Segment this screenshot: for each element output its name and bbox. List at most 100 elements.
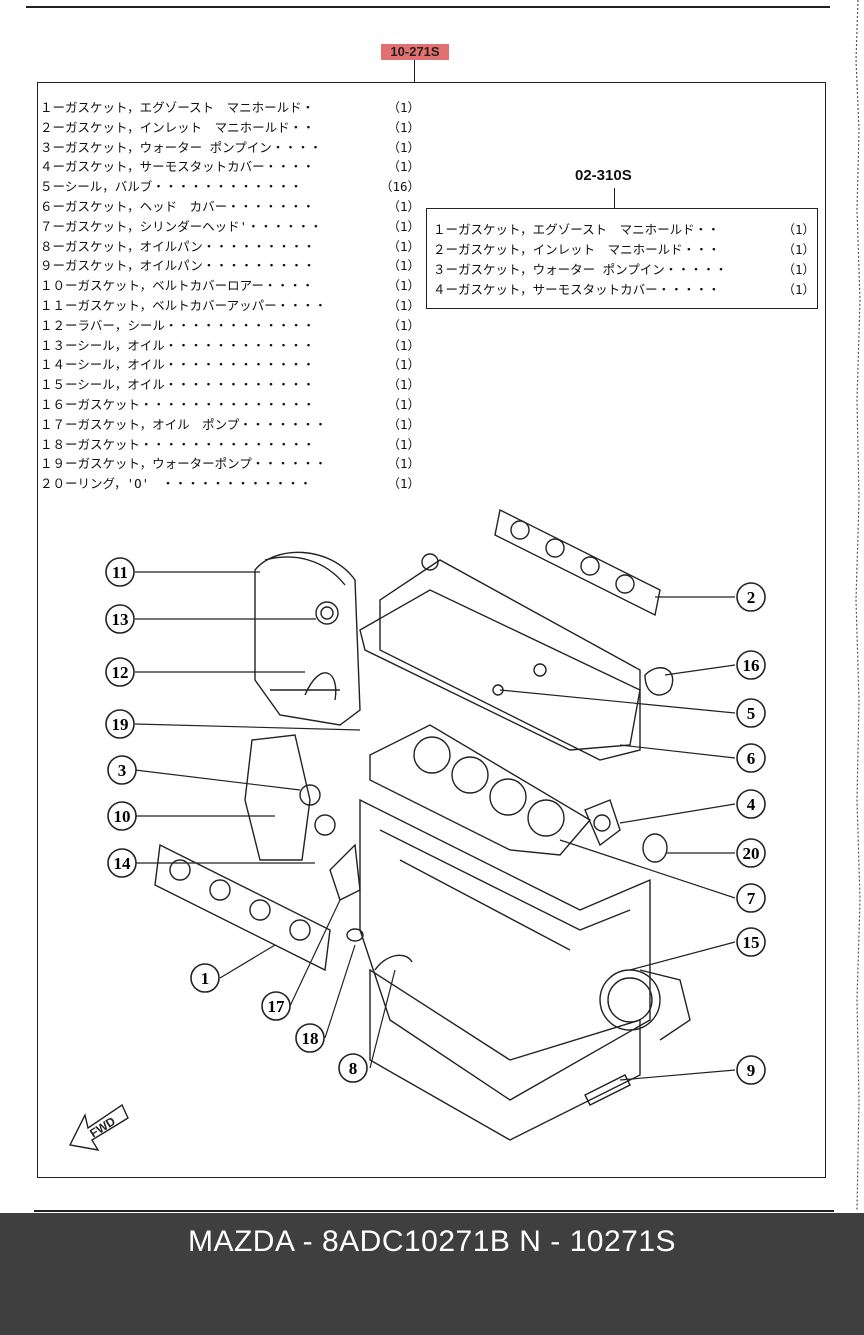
callout-3: 3 xyxy=(107,755,137,785)
manifold-gasket-1 xyxy=(154,843,331,972)
parts-list-row: ８ーガスケット，オイルパン・・・・・・・・・（1） xyxy=(40,237,420,257)
oil-pan-gasket-8 xyxy=(374,954,413,971)
callout-number: 11 xyxy=(112,563,128,582)
part-quantity: （1） xyxy=(782,282,815,297)
part-quantity: （1） xyxy=(387,377,420,393)
part-description: ２０ーリング，'O' ・・・・・・・・・・・・ xyxy=(40,476,312,492)
callout-20: 20 xyxy=(736,838,766,868)
belt-cover-upper xyxy=(254,551,361,726)
diagram-frame xyxy=(37,82,826,1178)
callout-11: 11 xyxy=(105,557,135,587)
part-quantity: （1） xyxy=(387,297,420,313)
sub-kit-leader xyxy=(614,188,615,208)
engine-block xyxy=(359,798,651,1101)
callout-number: 19 xyxy=(112,715,129,734)
part-quantity: （1） xyxy=(387,416,420,432)
part-description: ９ーガスケット，オイルパン・・・・・・・・・ xyxy=(40,258,316,274)
callout-number: 6 xyxy=(747,749,756,768)
callout-10: 10 xyxy=(107,801,137,831)
callout-number: 1 xyxy=(201,969,210,988)
parts-list-row: １１ーガスケット，ベルトカバーアッパー・・・・（1） xyxy=(40,296,420,316)
callout-number: 5 xyxy=(747,704,756,723)
part-quantity: （1） xyxy=(387,238,420,254)
part-quantity: （1） xyxy=(387,100,420,115)
part-description: １ーガスケット，エグゾースト マニホールド・・ xyxy=(433,222,720,237)
belt-cover-lower xyxy=(244,734,311,861)
part-quantity: （16） xyxy=(379,179,420,195)
sub-kit-list: １ーガスケット，エグゾースト マニホールド・・ （1） ２ーガスケット，インレット … xyxy=(426,208,818,309)
part-description: ６ーガスケット，ヘッド カバー・・・・・・・ xyxy=(40,198,315,214)
part-quantity: （1） xyxy=(387,258,420,274)
part-description: ７ーガスケット，シリンダーヘッド'・・・・・・ xyxy=(40,218,323,234)
parts-list-row: １７ーガスケット，オイル ポンプ・・・・・・・ （1） xyxy=(40,415,420,435)
part-quantity: （1） xyxy=(387,396,420,412)
part-quantity: （1） xyxy=(387,278,420,294)
water-pump-gasket xyxy=(299,784,321,806)
gasket-18 xyxy=(346,928,364,942)
kit-ref-leader xyxy=(414,60,415,82)
callout-12: 12 xyxy=(105,657,135,687)
head-cover xyxy=(379,559,641,761)
parts-list-row: １２ーラバー，シール・・・・・・・・・・・・ （1） xyxy=(40,316,420,336)
part-description: １７ーガスケット，オイル ポンプ・・・・・・・ xyxy=(40,416,327,432)
part-description: １０ーガスケット，ベルトカバーロアー・・・・ xyxy=(40,278,314,294)
callout-number: 2 xyxy=(747,588,756,607)
part-quantity: （1） xyxy=(387,119,420,135)
callout-15: 15 xyxy=(736,927,766,957)
footer-divider xyxy=(34,1210,834,1212)
callout-number: 7 xyxy=(747,889,756,908)
parts-list-row: １５ーシール，オイル・・・・・・・・・・・・（1） xyxy=(40,375,420,395)
parts-list-row: １４ーシール，オイル・・・・・・・・・・・・（1） xyxy=(40,355,420,375)
oil-seal-14 xyxy=(314,814,336,836)
callout-number: 10 xyxy=(114,807,131,826)
parts-list-row: １６ーガスケット・・・・・・・・・・・・・・ （1） xyxy=(40,395,420,415)
part-description: １３ーシール，オイル・・・・・・・・・・・・ xyxy=(40,337,315,353)
footer-bar xyxy=(0,1213,864,1335)
part-description: １６ーガスケット・・・・・・・・・・・・・・ xyxy=(40,396,316,412)
part-quantity: （1） xyxy=(387,218,420,234)
part-quantity: （1） xyxy=(782,242,815,257)
callout-number: 15 xyxy=(743,933,760,952)
oil-pump-gasket-17 xyxy=(329,843,361,901)
parts-list-row: ７ーガスケット，シリンダーヘッド'・・・・・・ （1） xyxy=(40,217,420,237)
parts-list-row: ６ーガスケット，ヘッド カバー・・・・・・・（1） xyxy=(40,197,420,217)
part-quantity: （1） xyxy=(782,222,815,237)
callout-6: 6 xyxy=(736,743,766,773)
manifold-gasket-2 xyxy=(494,508,661,617)
part-quantity: （1） xyxy=(387,476,420,492)
kit-ref-label: 10-271S xyxy=(381,44,449,60)
part-description: ２ーガスケット，インレット マニホールド・・ xyxy=(40,119,315,135)
callout-number: 12 xyxy=(112,663,129,682)
part-quantity: （1） xyxy=(387,456,420,472)
callout-number: 14 xyxy=(114,854,132,873)
part-description: １ーガスケット，エグゾースト マニホールド・ xyxy=(40,100,315,115)
callout-number: 18 xyxy=(302,1029,319,1048)
oil-seal-15 xyxy=(599,969,661,1031)
oil-seal-13 xyxy=(315,601,339,625)
callout-8: 8 xyxy=(338,1053,368,1083)
callout-18: 18 xyxy=(295,1023,325,1053)
part-quantity: （1） xyxy=(387,317,420,333)
part-quantity: （1） xyxy=(782,262,815,277)
callout-5: 5 xyxy=(736,698,766,728)
callout-4: 4 xyxy=(736,789,766,819)
footer-caption: MAZDA - 8ADC10271B N - 10271S xyxy=(187,1225,677,1258)
parts-list-row: １ーガスケット，エグゾースト マニホールド・ （1） xyxy=(40,98,420,118)
parts-list-row: ３ーガスケット，ウォーター ポンプイン・・・・（1） xyxy=(40,138,420,158)
part-description: ３ーガスケット，ウォーター ポンプイン・・・・・ xyxy=(433,262,728,277)
callout-number: 17 xyxy=(268,997,286,1016)
callout-19: 19 xyxy=(105,709,135,739)
part-description: １２ーラバー，シール・・・・・・・・・・・・ xyxy=(40,317,315,333)
part-description: ４ーガスケット，サーモスタットカバー・・・・・ xyxy=(433,282,721,297)
sub-kit-row: ３ーガスケット，ウォーター ポンプイン・・・・・ （1） xyxy=(433,260,815,280)
fwd-arrow-icon xyxy=(68,1103,129,1151)
callout-number: 3 xyxy=(118,761,127,780)
part-quantity: （1） xyxy=(387,357,420,373)
o-ring-20 xyxy=(642,833,668,863)
scan-edge xyxy=(855,0,861,1210)
callout-13: 13 xyxy=(105,604,135,634)
part-description: ２ーガスケット，インレット マニホールド・・・ xyxy=(433,242,721,257)
fwd-label: FWD xyxy=(87,1114,118,1141)
callout-16: 16 xyxy=(736,650,766,680)
